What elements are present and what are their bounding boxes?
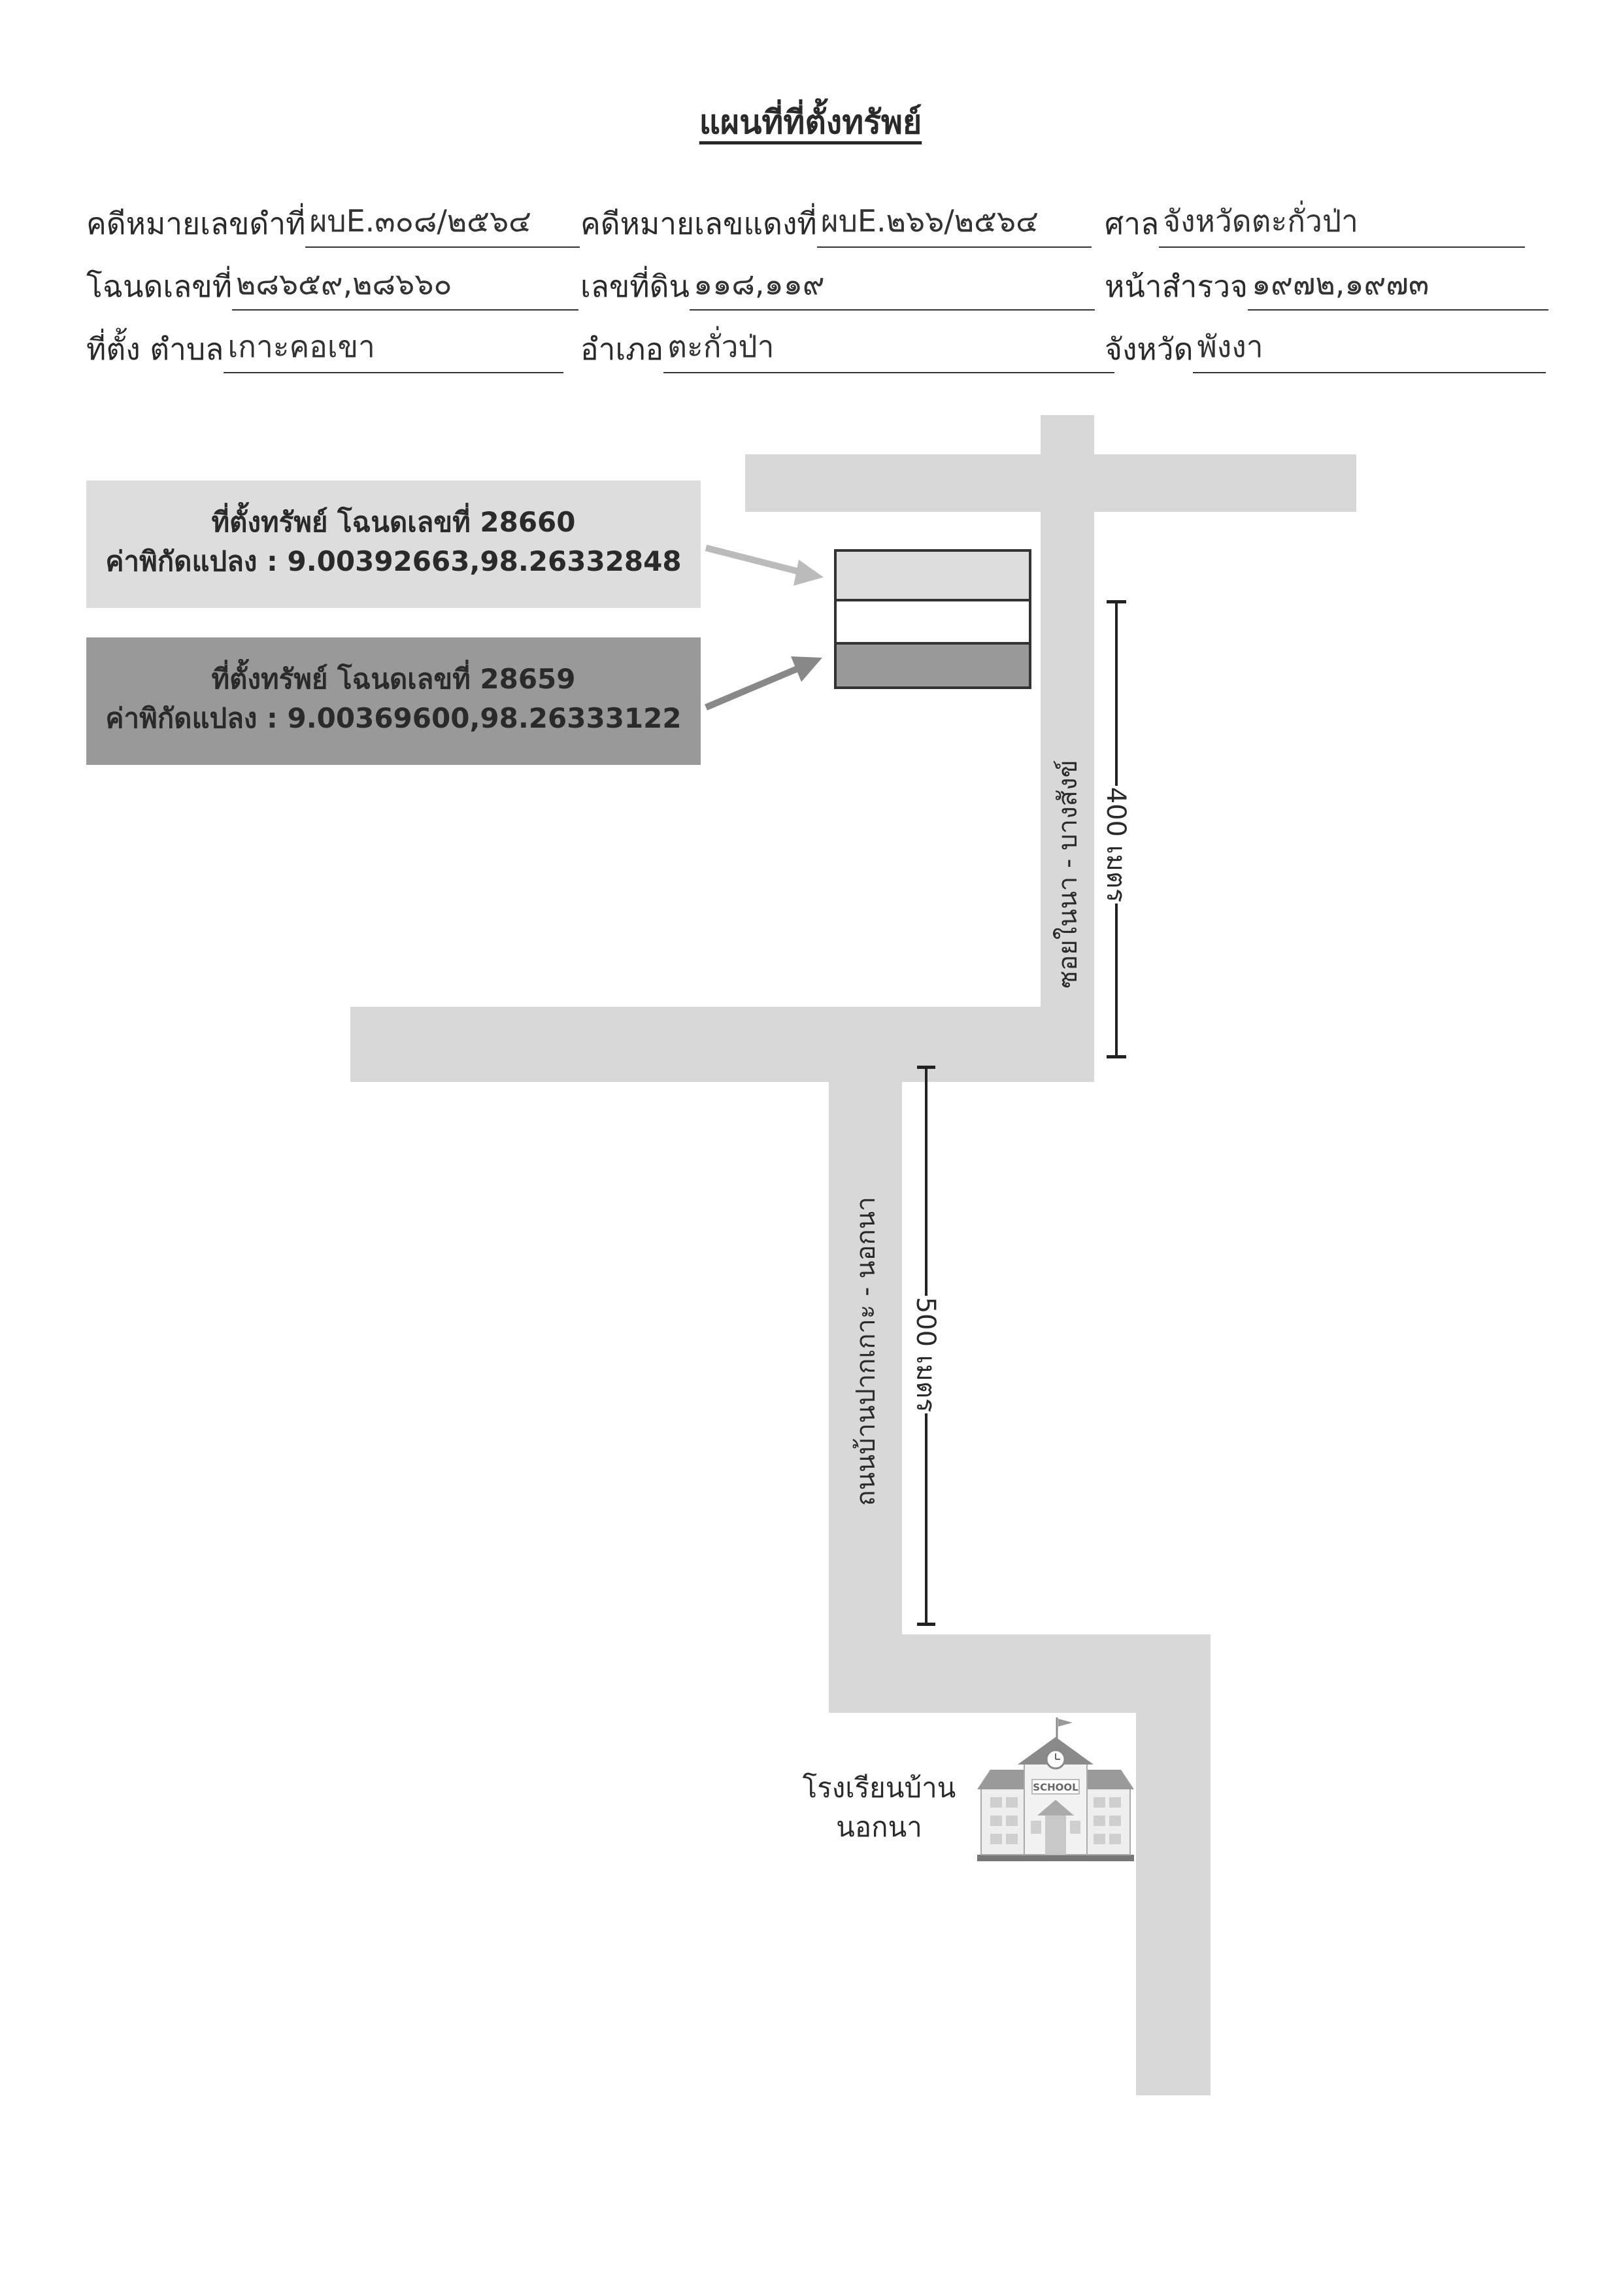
red-case-value: ผบE.๒๖๖/๒๕๖๔ — [816, 197, 1092, 248]
header-row-1-court: ศาลจังหวัดตะกั่วป่า — [1105, 197, 1526, 248]
info-28659-coords: ค่าพิกัดแปลง : 9.00369600,98.26333122 — [105, 702, 682, 734]
school-icon: SCHOOL — [977, 1717, 1134, 1861]
header-row-2: โฉนดเลขที่๒๘๖๕๙,๒๘๖๖๐ — [86, 260, 579, 311]
black-case-label: คดีหมายเลขดำที่ — [86, 206, 306, 241]
district-value: ตะกั่วป่า — [663, 323, 1115, 373]
arrow-28659 — [705, 656, 822, 711]
header-row-1: คดีหมายเลขดำที่ผบE.๓๐๘/๒๕๖๔ — [86, 197, 580, 248]
subdistrict-value: เกาะคอเขา — [224, 323, 564, 373]
parcel-blank — [834, 599, 1031, 645]
distance-upper-label: 400 เมตร — [1095, 786, 1137, 903]
school-label: โรงเรียนบ้าน นอกนา — [788, 1768, 971, 1847]
parcel-28659 — [834, 642, 1031, 689]
court-label: ศาล — [1105, 206, 1160, 241]
distance-lower-cap-bottom — [917, 1623, 935, 1626]
road-lower-vertical — [829, 1007, 902, 1713]
district-label: อำเภอ — [580, 331, 664, 367]
school-label-line2: นอกนา — [836, 1811, 922, 1843]
info-box-28660: ที่ตั้งทรัพย์ โฉนดเลขที่ 28660 ค่าพิกัดแ… — [86, 481, 701, 608]
page-title: แผนที่ที่ตั้งทรัพย์ — [699, 103, 922, 141]
svg-text:SCHOOL: SCHOOL — [1033, 1781, 1078, 1793]
location-label: ที่ตั้ง ตำบล — [86, 331, 224, 367]
red-case-label: คดีหมายเลขแดงที่ — [580, 206, 817, 241]
header-row-3: ที่ตั้ง ตำบลเกาะคอเขา — [86, 323, 564, 373]
road-middle-horizontal — [350, 1007, 1094, 1082]
school-label-line1: โรงเรียนบ้าน — [802, 1772, 956, 1804]
black-case-value: ผบE.๓๐๘/๒๕๖๔ — [305, 197, 580, 248]
province-label: จังหวัด — [1105, 331, 1194, 367]
province-value: พังงา — [1193, 323, 1546, 373]
distance-upper-cap-bottom — [1107, 1055, 1126, 1058]
distance-lower-cap-top — [917, 1066, 935, 1069]
distance-upper-cap-top — [1107, 600, 1126, 603]
land-no-label: เลขที่ดิน — [580, 269, 690, 304]
header-row-2-land: เลขที่ดิน๑๑๘,๑๑๙ — [580, 260, 1095, 311]
deed-label: โฉนดเลขที่ — [86, 269, 233, 304]
header-row-2-survey: หน้าสำรวจ๑๙๗๒,๑๙๗๓ — [1105, 260, 1548, 311]
road-bottom-vertical — [1136, 1634, 1211, 2095]
info-28660-coords: ค่าพิกัดแปลง : 9.00392663,98.26332848 — [105, 545, 682, 577]
survey-label: หน้าสำรวจ — [1105, 269, 1248, 304]
deed-value: ๒๘๖๕๙,๒๘๖๖๐ — [232, 260, 579, 311]
info-28659-title: ที่ตั้งทรัพย์ โฉนดเลขที่ 28659 — [211, 663, 576, 695]
info-28660-title: ที่ตั้งทรัพย์ โฉนดเลขที่ 28660 — [211, 506, 576, 538]
road-upper-name: ซอยในนา - บางสังข์ — [1053, 760, 1083, 988]
info-box-28659: ที่ตั้งทรัพย์ โฉนดเลขที่ 28659 ค่าพิกัดแ… — [86, 637, 701, 765]
court-value: จังหวัดตะกั่วป่า — [1159, 197, 1526, 248]
header-row-1-red: คดีหมายเลขแดงที่ผบE.๒๖๖/๒๕๖๔ — [580, 197, 1092, 248]
distance-lower-label: 500 เมตร — [905, 1296, 947, 1413]
survey-value: ๑๙๗๒,๑๙๗๓ — [1248, 260, 1548, 311]
header-row-3-province: จังหวัดพังงา — [1105, 323, 1546, 373]
header-row-3-district: อำเภอตะกั่วป่า — [580, 323, 1115, 373]
arrow-28660 — [705, 545, 824, 586]
road-lower-name: ถนนบ้านปากเกาะ - นอกนา — [851, 1196, 881, 1506]
land-no-value: ๑๑๘,๑๑๙ — [690, 260, 1095, 311]
road-upper-vertical — [1041, 415, 1094, 1062]
